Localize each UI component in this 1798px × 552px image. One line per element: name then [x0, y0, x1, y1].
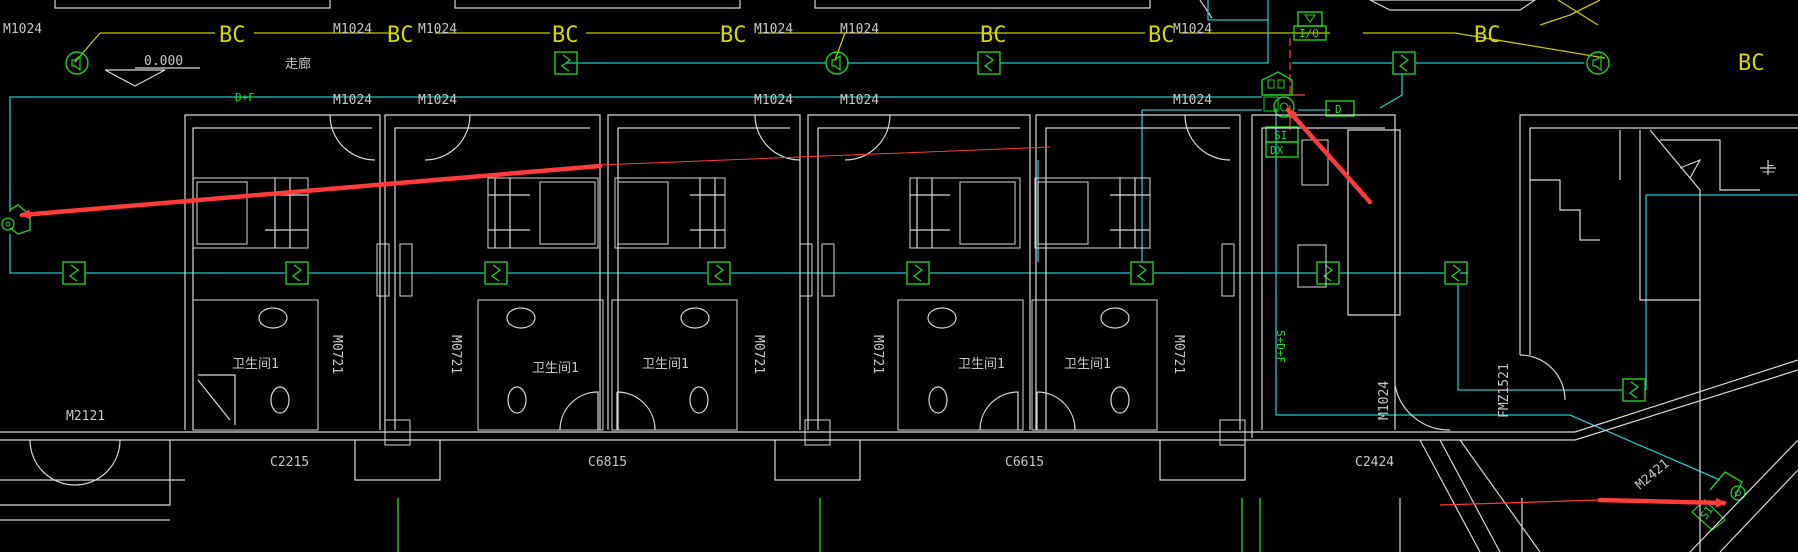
svg-text:卫生间1: 卫生间1: [958, 357, 1005, 372]
svg-text:DX: DX: [1270, 144, 1284, 157]
svg-text:D: D: [1335, 103, 1342, 116]
broadcast-line: [74, 0, 1606, 63]
svg-text:M0721: M0721: [751, 335, 766, 374]
svg-text:M1024: M1024: [754, 93, 793, 108]
sensor-icon[interactable]: [285, 261, 309, 285]
svg-text:BC: BC: [1474, 23, 1501, 48]
svg-text:S+D+F: S+D+F: [1274, 330, 1287, 363]
sensor-icon[interactable]: [707, 261, 731, 285]
svg-text:I/O: I/O: [1299, 27, 1319, 40]
fire-alarm-controller[interactable]: D SI DX: [1261, 71, 1355, 158]
sensor-icon[interactable]: [1130, 261, 1154, 285]
svg-text:M1024: M1024: [418, 93, 457, 108]
svg-text:SI: SI: [1698, 503, 1716, 521]
svg-text:M0721: M0721: [448, 335, 463, 374]
top-room-outlines: [54, 0, 1537, 19]
svg-text:卫生间1: 卫生间1: [532, 361, 579, 376]
svg-text:卫生间1: 卫生间1: [642, 357, 689, 372]
bottom-green-lines: [397, 498, 1523, 552]
svg-text:C6815: C6815: [588, 455, 627, 470]
svg-text:卫生间1: 卫生间1: [1064, 357, 1111, 372]
svg-text:M1024: M1024: [1173, 22, 1212, 37]
svg-text:C2215: C2215: [270, 455, 309, 470]
svg-text:M0721: M0721: [329, 335, 344, 374]
svg-text:M1024: M1024: [1173, 93, 1212, 108]
svg-text:M1024: M1024: [1377, 381, 1392, 420]
svg-text:BC: BC: [387, 23, 414, 48]
svg-text:BC: BC: [219, 23, 246, 48]
svg-text:BC: BC: [720, 23, 747, 48]
annotation-arrows: [19, 107, 1727, 508]
svg-text:上: 上: [1762, 161, 1775, 176]
svg-text:0.000: 0.000: [144, 54, 183, 69]
svg-text:BC: BC: [552, 23, 579, 48]
svg-text:M1024: M1024: [754, 22, 793, 37]
svg-text:SI: SI: [1274, 129, 1287, 142]
bathrooms: [192, 299, 1158, 431]
fire-alarm-wiring: [9, 0, 1798, 481]
building-walls: [0, 114, 1798, 552]
speaker-icon[interactable]: [65, 51, 89, 75]
door-swings: [29, 114, 1566, 486]
sensor-icon[interactable]: [62, 261, 86, 285]
svg-text:BC: BC: [1148, 23, 1175, 48]
sensor-icon[interactable]: [1316, 261, 1340, 285]
svg-text:M0721: M0721: [870, 335, 885, 374]
fire-line-tags: D+F S+D+F: [235, 91, 1287, 363]
svg-text:走廊: 走廊: [285, 56, 311, 72]
svg-text:M1024: M1024: [3, 22, 42, 37]
svg-text:卫生间1: 卫生间1: [232, 357, 279, 372]
sensor-icon[interactable]: [906, 261, 930, 285]
svg-text:BC: BC: [980, 23, 1007, 48]
sensor-icon[interactable]: [1622, 378, 1646, 402]
sensor-icon[interactable]: [1392, 51, 1416, 75]
left-alarm-device[interactable]: [1, 204, 31, 235]
svg-text:M1024: M1024: [333, 93, 372, 108]
svg-text:BC: BC: [1738, 51, 1765, 76]
elevation-marker: 0.000: [104, 54, 200, 87]
svg-text:D+F: D+F: [235, 91, 255, 104]
broadcast-tags: BC BC BC BC BC BC BC BC: [219, 23, 1765, 76]
svg-text:C6615: C6615: [1005, 455, 1044, 470]
svg-text:M2421: M2421: [1633, 456, 1673, 493]
svg-text:M0721: M0721: [1171, 335, 1186, 374]
window-labels: C2215 C6815 C6615 C2424: [270, 455, 1394, 470]
svg-text:M1024: M1024: [840, 93, 879, 108]
beds: [192, 177, 1151, 249]
svg-text:M1024: M1024: [840, 22, 879, 37]
svg-text:M1024: M1024: [333, 22, 372, 37]
sensor-icon[interactable]: [977, 51, 1001, 75]
svg-text:C2424: C2424: [1355, 455, 1394, 470]
svg-text:FMZ1521: FMZ1521: [1497, 363, 1512, 418]
room-labels: 卫生间1 卫生间1 卫生间1 卫生间1 卫生间1 走廊 上: [232, 56, 1775, 376]
svg-text:M2121: M2121: [66, 409, 105, 424]
sensor-icon[interactable]: [484, 261, 508, 285]
window-and-column-details: [354, 139, 1329, 481]
io-module[interactable]: I/O: [1293, 11, 1327, 41]
svg-text:M1024: M1024: [418, 22, 457, 37]
speaker-icon[interactable]: [1586, 51, 1610, 75]
